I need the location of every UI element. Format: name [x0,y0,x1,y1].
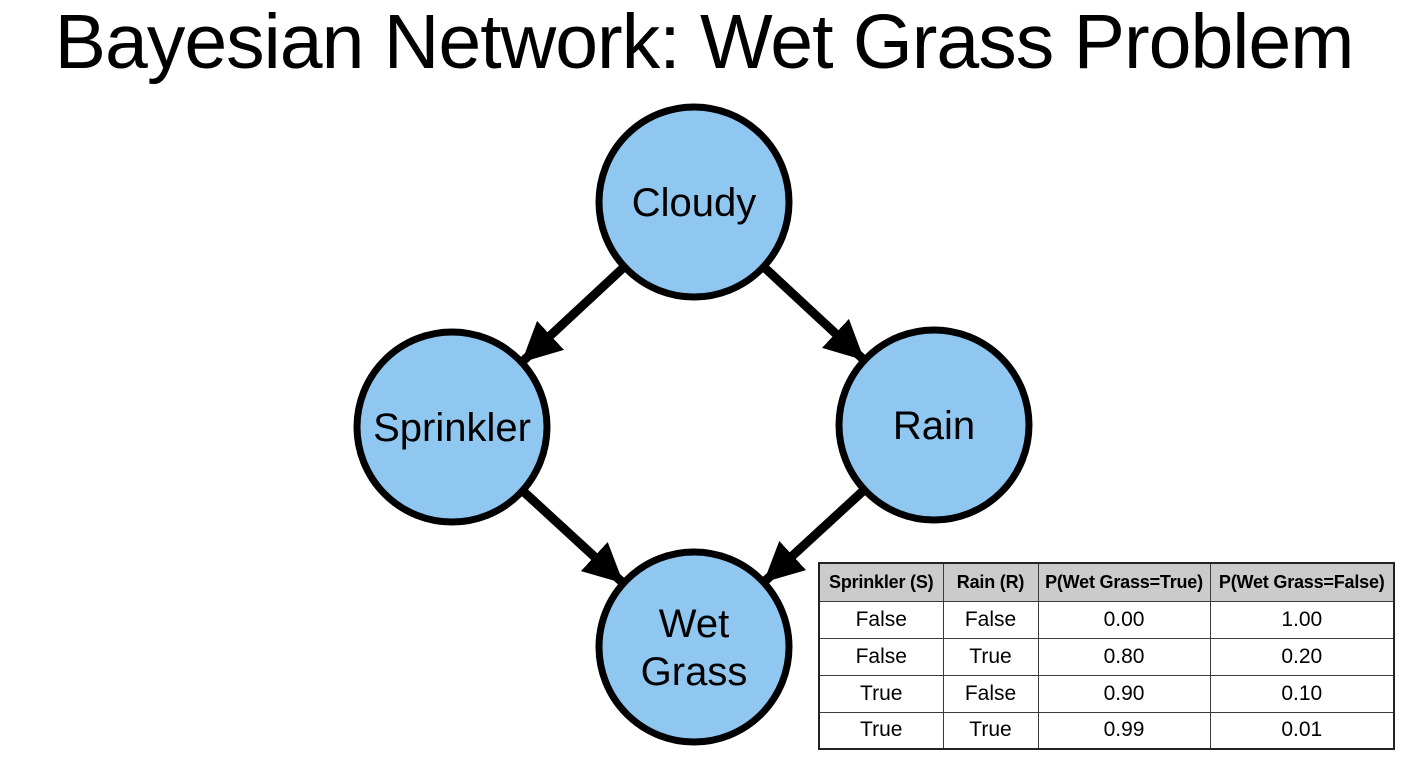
node-rain-label: Rain [893,404,975,448]
cpt-cell: False [818,637,944,676]
edge-rain-wetgrass-arrow [761,487,867,585]
node-sprinkler-label: Sprinkler [373,406,531,450]
node-wet-grass [595,548,793,746]
node-wet-grass-label-line1: Wet [659,602,729,646]
cpt-cell: True [942,711,1039,750]
cpt-cell: 0.90 [1037,674,1211,713]
edge-cloudy-rain-arrow [761,264,867,363]
node-rain [835,326,1033,524]
node-sprinkler [353,328,551,526]
cpt-header-cell: P(Wet Grass=False) [1209,562,1395,602]
cpt-cell: 0.80 [1037,637,1211,676]
cpt-cell: False [942,600,1039,639]
node-cloudy-label: Cloudy [632,181,757,225]
conditional-probability-table: Sprinkler (S)Rain (R)P(Wet Grass=True)P(… [818,562,1395,750]
cpt-header-cell: P(Wet Grass=True) [1037,562,1211,602]
cpt-cell: 0.00 [1037,600,1211,639]
cpt-header-row: Sprinkler (S)Rain (R)P(Wet Grass=True)P(… [818,562,1395,602]
cpt-table-container: Sprinkler (S)Rain (R)P(Wet Grass=True)P(… [818,562,1395,750]
cpt-cell: 0.10 [1209,674,1395,713]
edge-cloudy-sprinkler-arrow [519,264,627,365]
cpt-cell: 0.99 [1037,711,1211,750]
node-cloudy [595,103,793,301]
cpt-cell: False [818,600,944,639]
cpt-cell: False [942,674,1039,713]
node-wet-grass-label-line2: Grass [641,650,748,694]
cpt-cell: 0.01 [1209,711,1395,750]
edge-sprinkler-wetgrass-arrow [520,488,626,586]
cpt-header-cell: Sprinkler (S) [818,562,944,602]
cpt-cell: 0.20 [1209,637,1395,676]
cpt-cell: True [818,711,944,750]
cpt-header-cell: Rain (R) [942,562,1039,602]
cpt-cell: True [818,674,944,713]
page-title: Bayesian Network: Wet Grass Problem [54,0,1355,85]
cpt-cell: True [942,637,1039,676]
cpt-cell: 1.00 [1209,600,1395,639]
